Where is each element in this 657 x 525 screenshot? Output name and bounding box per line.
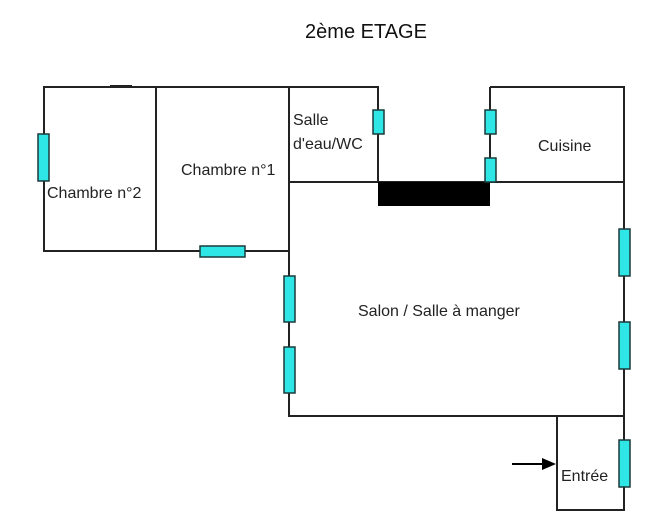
window-salon-left-lower xyxy=(283,346,296,394)
label-salle-eau-2: d'eau/WC xyxy=(293,136,363,153)
wall-cuisine xyxy=(489,86,625,183)
entrance-arrow xyxy=(512,458,556,470)
window-salon-right-lower xyxy=(618,321,631,370)
stairs-block xyxy=(378,182,490,206)
wall-chambre2 xyxy=(43,86,157,252)
wall-salon xyxy=(288,181,625,417)
walls xyxy=(43,85,625,511)
window-salle-eau xyxy=(372,109,385,135)
window-cuisine-lower xyxy=(484,157,497,183)
window-chambre1-bottom xyxy=(199,245,246,258)
label-salle-eau-1: Salle xyxy=(293,112,329,129)
plan-title: 2ème ETAGE xyxy=(305,21,427,43)
window-chambre2-left xyxy=(37,133,50,182)
wall-salle-eau xyxy=(289,86,379,183)
window-salon-left-upper xyxy=(283,275,296,323)
window-salon-right-upper xyxy=(618,228,631,277)
windows xyxy=(37,109,631,488)
label-chambre2: Chambre n°2 xyxy=(47,185,142,202)
wall-entree xyxy=(556,416,625,511)
label-chambre1: Chambre n°1 xyxy=(181,162,276,179)
label-cuisine: Cuisine xyxy=(538,138,591,155)
label-entree: Entrée xyxy=(561,468,608,485)
window-entree xyxy=(618,439,631,488)
label-salon: Salon / Salle à manger xyxy=(358,303,521,320)
window-cuisine-upper xyxy=(484,109,497,135)
